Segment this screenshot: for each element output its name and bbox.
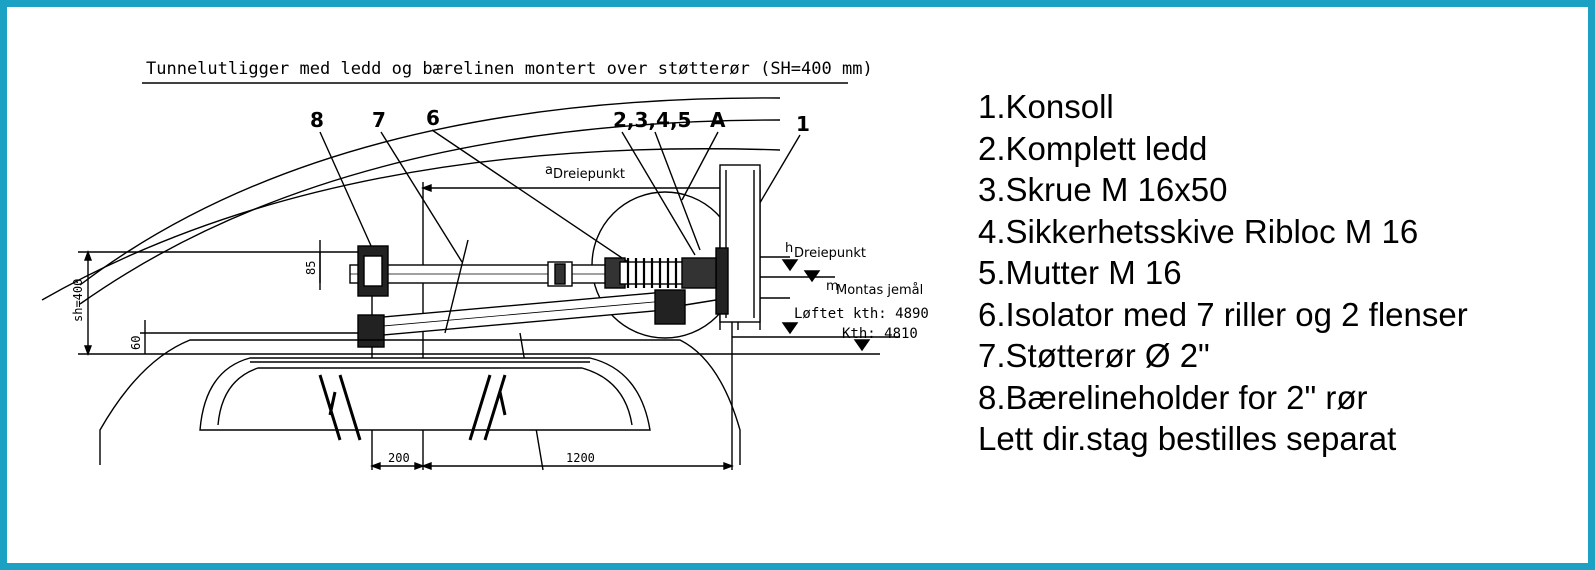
dim-bottom (370, 461, 734, 471)
dim-200-label: 200 (388, 451, 410, 465)
callout-1: 1 (796, 112, 810, 136)
legend-item-6: 6.Isolator med 7 riller og 2 flenser (978, 295, 1468, 333)
legend-note: Lett dir.stag bestilles separat (978, 420, 1397, 457)
insulator (604, 257, 717, 289)
montasjemal-label: Montas jemål (836, 283, 923, 298)
dim-a-prefix: a (545, 163, 553, 178)
support-tube-lower (357, 289, 717, 348)
tunnel-arcs (41, 97, 781, 305)
messenger-holder (357, 245, 389, 297)
support-tube-upper (349, 261, 626, 287)
kth-label: Kth: 4810 (842, 326, 918, 342)
h-dreiepunkt-label: Dreiepunkt (794, 246, 866, 261)
callout-8: 8 (310, 108, 324, 132)
h-prefix: h (785, 241, 793, 256)
vehicle-outline (99, 339, 741, 465)
callout-2345: 2,3,4,5 (613, 108, 691, 132)
loftet-kth-label: Løftet kth: 4890 (794, 306, 929, 322)
level-markers (781, 259, 871, 352)
console-bracket (715, 164, 761, 323)
legend-item-8: 8.Bærelineholder for 2" rør (978, 378, 1368, 416)
legend-item-7: 7.Støtterør Ø 2" (978, 337, 1210, 374)
dim-1200-label: 1200 (566, 451, 595, 465)
reference-lines (78, 251, 900, 355)
dim-85-label: 85 (304, 261, 318, 275)
legend-item-3: 3.Skrue M 16x50 (978, 171, 1228, 208)
dim-a-label: Dreiepunkt (553, 167, 625, 182)
dim-60-label: 60 (129, 336, 143, 350)
dim-sh (83, 250, 93, 356)
m-prefix: m (826, 279, 839, 294)
dim-sh-label: sh=400 (71, 279, 85, 322)
legend-item-1: 1.Konsoll (978, 88, 1114, 125)
parts-legend: 1.Konsoll 2.Komplett ledd 3.Skrue M 16x5… (978, 86, 1468, 460)
drawing-title: Tunnelutligger med ledd og bærelinen mon… (146, 59, 873, 79)
callout-a: A (710, 108, 726, 132)
callout-7: 7 (372, 108, 386, 132)
legend-item-4: 4.Sikkerhetsskive Ribloc M 16 (978, 212, 1419, 250)
callout-6: 6 (426, 106, 440, 130)
dim-a-dreiepunkt (421, 183, 734, 193)
legend-item-5: 5.Mutter M 16 (978, 254, 1182, 291)
legend-item-2: 2.Komplett ledd (978, 129, 1208, 167)
